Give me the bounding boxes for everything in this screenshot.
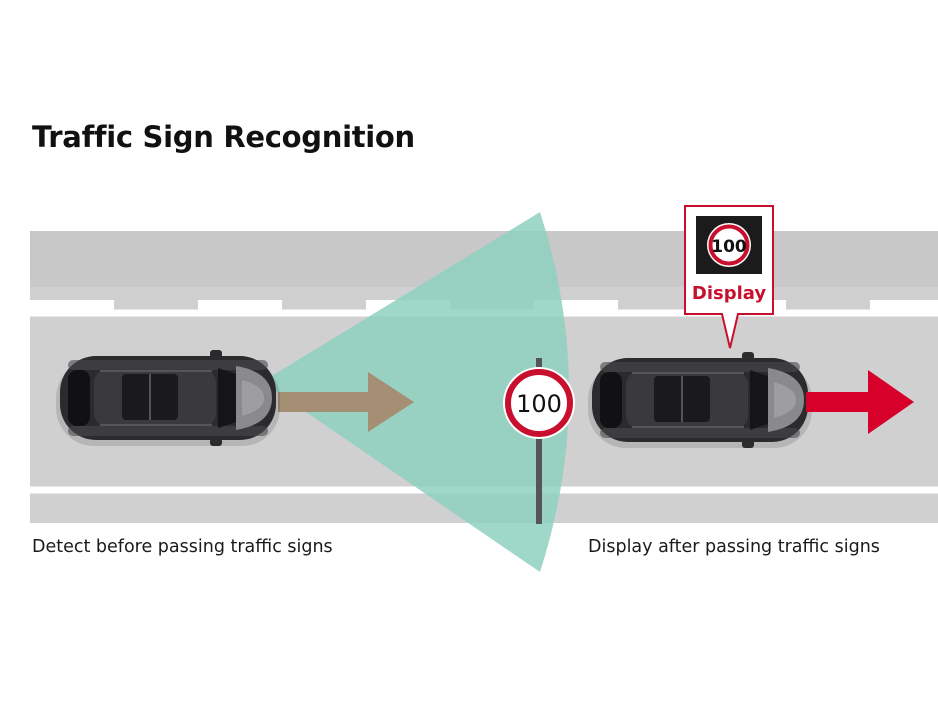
road-sign-speed: 100 (516, 390, 562, 418)
detection-cone (262, 212, 569, 572)
caption-before: Detect before passing traffic signs (32, 537, 333, 557)
display-panel: 100 Display (684, 205, 774, 349)
page-title: Traffic Sign Recognition (32, 120, 415, 154)
display-label: Display (692, 283, 766, 304)
car-icon (55, 349, 281, 447)
car-icon (587, 351, 813, 449)
display-arrow-icon (806, 370, 914, 434)
caption-after: Display after passing traffic signs (588, 537, 880, 557)
detect-arrow-icon (278, 372, 414, 432)
speed-limit-sign-icon: 100 (503, 358, 575, 524)
display-speed: 100 (711, 237, 747, 257)
